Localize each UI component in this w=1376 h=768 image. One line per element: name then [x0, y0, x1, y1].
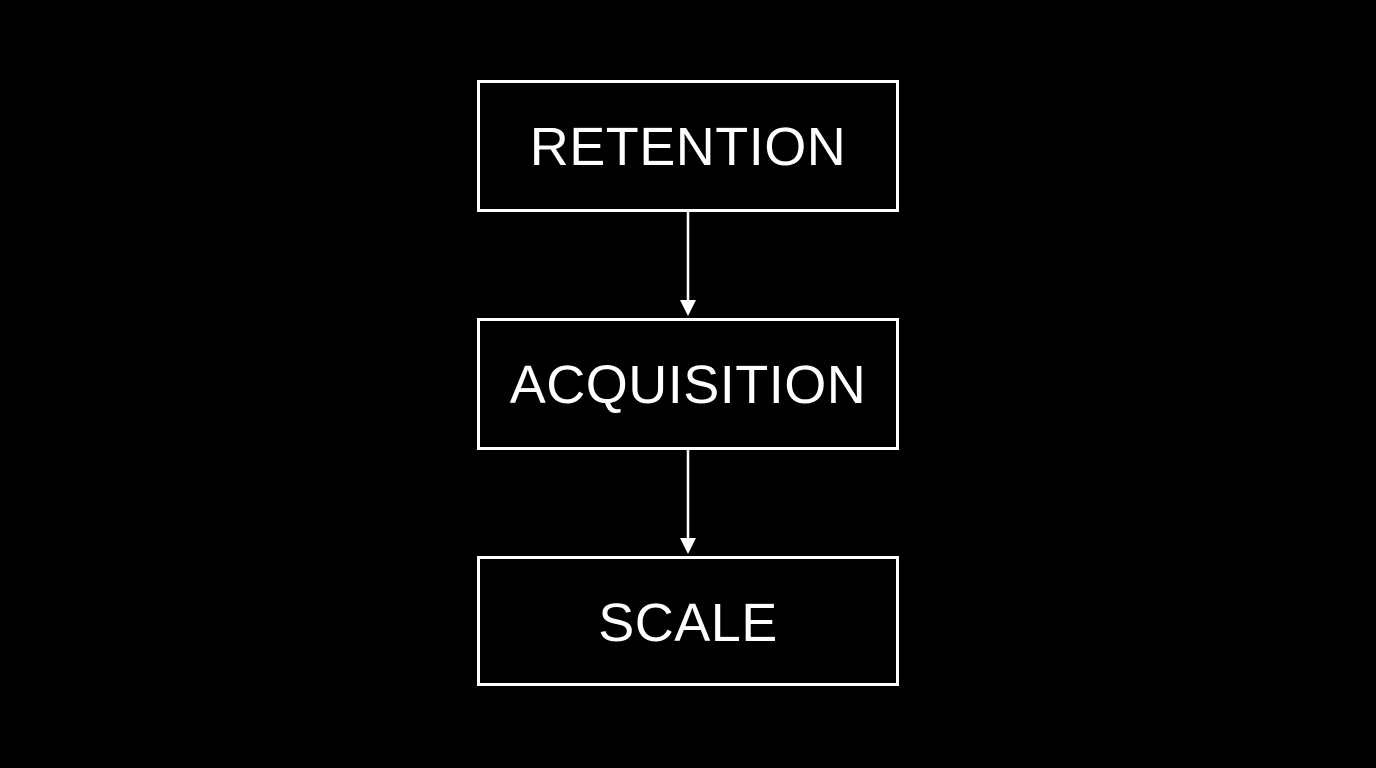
node-retention-box — [477, 80, 899, 212]
node-acquisition-box — [477, 318, 899, 450]
edge-retention-to-acquisition — [680, 211, 696, 316]
node-scale: SCALE — [477, 556, 899, 686]
node-retention-label: RETENTION — [530, 117, 847, 177]
edge-acquisition-to-scale — [680, 449, 696, 554]
arrowhead-down-icon — [680, 538, 696, 554]
node-acquisition: ACQUISITION — [477, 318, 899, 450]
node-acquisition-label: ACQUISITION — [510, 355, 867, 415]
node-retention: RETENTION — [477, 80, 899, 212]
arrowhead-down-icon — [680, 300, 696, 316]
node-scale-label: SCALE — [598, 593, 778, 653]
node-scale-box — [477, 556, 899, 686]
